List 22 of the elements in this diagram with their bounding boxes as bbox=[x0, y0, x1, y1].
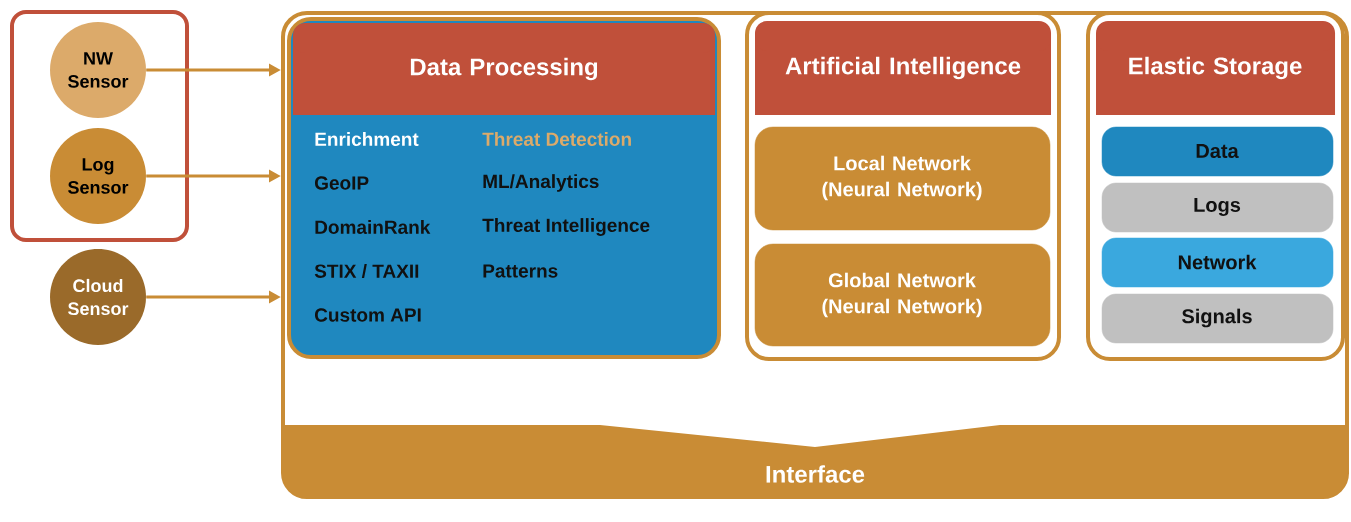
list-item: Custom API bbox=[315, 308, 421, 322]
list-item: Enrichment bbox=[315, 132, 419, 146]
list-item: ML/Analytics bbox=[483, 174, 599, 192]
sensor-label: Log Sensor bbox=[68, 158, 129, 194]
panel-title: Artificial Intelligence bbox=[785, 56, 1021, 80]
list-item: Patterns bbox=[483, 264, 558, 278]
sensor-label: NW Sensor bbox=[68, 52, 129, 88]
list-item: DomainRank bbox=[315, 220, 431, 234]
list-item: STIX / TAXII bbox=[314, 263, 419, 279]
panel-title: Elastic Storage bbox=[1129, 56, 1302, 80]
box-label: Signals bbox=[1182, 308, 1252, 328]
panel-title: Data Processing bbox=[410, 57, 598, 81]
sensor-label: Cloud Sensor bbox=[68, 278, 129, 316]
box-label: Logs bbox=[1194, 198, 1241, 216]
list-item: Threat Detection bbox=[482, 132, 631, 146]
band-title: Interface bbox=[766, 465, 865, 483]
box-label: Global Network (Neural Network) bbox=[822, 272, 982, 318]
box-label: Network bbox=[1178, 254, 1257, 270]
box-label: Data bbox=[1196, 144, 1239, 158]
list-item: Threat Intelligence bbox=[482, 218, 650, 236]
list-item: GeoIP bbox=[315, 176, 369, 190]
box-label: Local Network (Neural Network) bbox=[822, 155, 982, 201]
